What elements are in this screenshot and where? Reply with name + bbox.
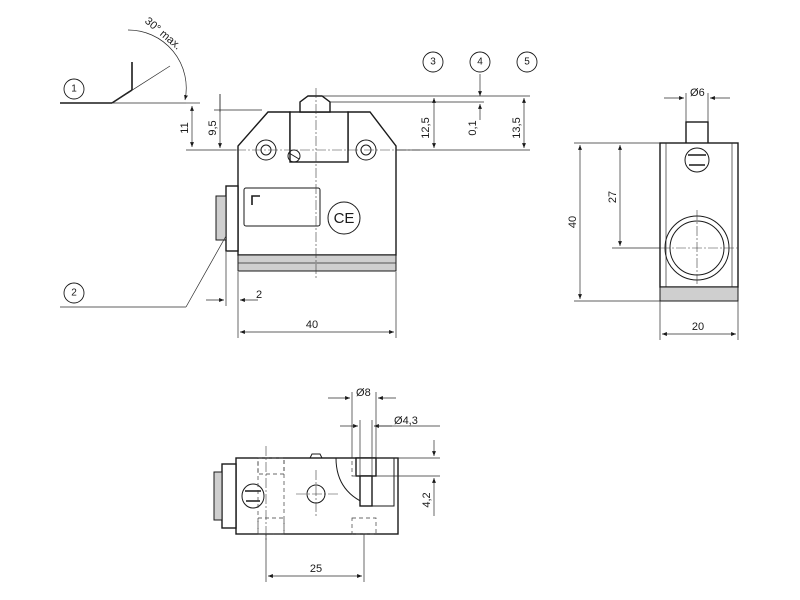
dimension-20: 20: [659, 301, 739, 340]
counterbore: [355, 457, 377, 477]
dimension-9-5: 9,5: [207, 94, 262, 148]
dia-8-label: Ø8: [356, 387, 371, 399]
front-view: 30° max. 1 11 9,5: [60, 15, 538, 338]
svg-text:20: 20: [692, 321, 704, 333]
svg-text:CE: CE: [334, 210, 355, 227]
dimension-11: 11: [179, 102, 236, 151]
dimension-13-5: 13,5: [511, 98, 526, 148]
svg-text:0,1: 0,1: [467, 120, 479, 135]
callout-4: 4: [469, 51, 491, 73]
svg-text:2: 2: [256, 289, 262, 301]
callout-2: 2: [60, 235, 227, 308]
dimension-40-side: 40: [567, 142, 660, 302]
side-plunger: [685, 121, 709, 145]
section-cut: [335, 457, 395, 507]
dia-4-3-label: Ø4,3: [394, 415, 418, 427]
svg-text:1: 1: [71, 84, 77, 95]
side-view: Ø6 27 40 20: [567, 87, 739, 340]
svg-text:9,5: 9,5: [207, 120, 219, 135]
bottom-connector: [221, 463, 237, 529]
svg-text:40: 40: [306, 319, 318, 331]
svg-text:2: 2: [71, 288, 77, 299]
dimension-12-5: 12,5: [420, 98, 436, 148]
bottom-hole-left-hidden: [257, 457, 285, 535]
svg-text:27: 27: [607, 191, 619, 203]
bottom-gland: [213, 471, 223, 521]
dia-6-label: Ø6: [690, 87, 705, 99]
callout-5: 5: [516, 51, 538, 73]
dimension-dia-8: Ø8: [328, 387, 396, 458]
svg-text:4: 4: [477, 57, 483, 68]
plunger-housing: [289, 111, 349, 163]
dimension-27: 27: [607, 142, 660, 249]
dimension-0-1: 0,1: [467, 74, 482, 136]
dimension-2: 2: [206, 252, 262, 338]
ce-mark: CE: [327, 201, 361, 235]
side-logo: [684, 147, 710, 173]
corner-mark: [251, 195, 260, 205]
callout-3: 3: [422, 51, 444, 73]
label-window: [243, 187, 321, 227]
through-hole: [359, 475, 373, 507]
svg-text:5: 5: [524, 57, 530, 68]
svg-text:3: 3: [430, 57, 436, 68]
svg-text:4,2: 4,2: [421, 492, 433, 507]
dimension-4-2: 4,2: [376, 440, 440, 516]
cable-gland: [215, 195, 227, 241]
svg-text:40: 40: [567, 216, 579, 228]
dimension-25: 25: [265, 534, 365, 582]
bottom-view: Ø8 Ø4,3 4,2 25: [213, 387, 440, 582]
dimension-dia-4-3: Ø4,3: [340, 415, 440, 476]
dimension-dia-6: Ø6: [664, 87, 730, 122]
dimension-40-front: 40: [240, 272, 397, 338]
svg-text:11: 11: [179, 122, 191, 133]
svg-text:13,5: 13,5: [511, 117, 523, 138]
svg-text:25: 25: [310, 563, 322, 575]
plunger: [299, 95, 331, 113]
bottom-logo: [241, 483, 265, 509]
svg-text:12,5: 12,5: [420, 117, 432, 138]
callout-1: 1: [63, 78, 85, 100]
side-base: [659, 286, 739, 302]
side-connector: [225, 185, 239, 252]
